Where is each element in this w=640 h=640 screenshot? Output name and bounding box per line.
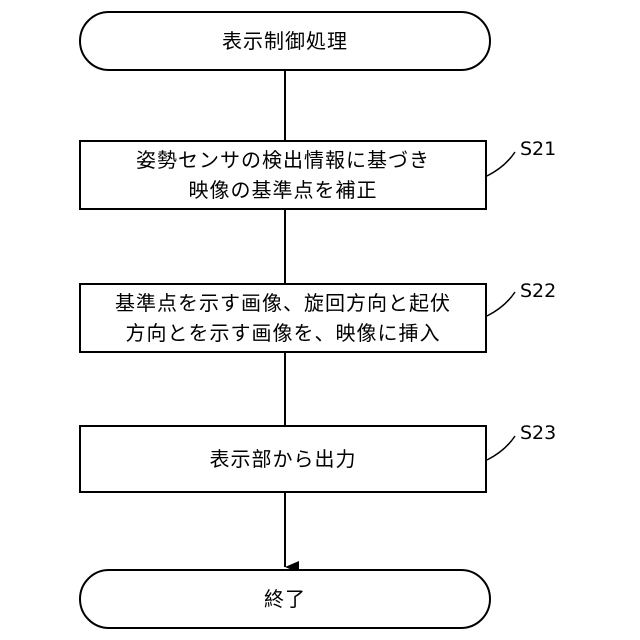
step-box-s21: 姿勢センサの検出情報に基づき 映像の基準点を補正 (79, 140, 487, 210)
leader-line-s21 (487, 152, 515, 176)
start-terminal: 表示制御処理 (79, 11, 491, 71)
step-box-s22: 基準点を示す画像、旋回方向と起伏 方向とを示す画像を、映像に挿入 (79, 283, 487, 353)
step-s22-line-1: 基準点を示す画像、旋回方向と起伏 (115, 288, 451, 318)
step-label-s23: S23 (520, 422, 556, 444)
step-label-s22: S22 (520, 280, 556, 302)
leader-line-s22 (487, 292, 515, 316)
step-box-s23: 表示部から出力 (79, 425, 487, 493)
step-s22-line-2: 方向とを示す画像を、映像に挿入 (126, 318, 441, 348)
leader-line-s23 (487, 436, 515, 460)
end-label: 終了 (264, 584, 306, 614)
step-s21-line-1: 姿勢センサの検出情報に基づき (136, 145, 430, 175)
step-s23-line-1: 表示部から出力 (210, 444, 357, 474)
end-terminal: 終了 (79, 569, 491, 629)
step-s21-line-2: 映像の基準点を補正 (189, 175, 378, 205)
step-label-s21: S21 (520, 138, 556, 160)
start-label: 表示制御処理 (222, 26, 348, 56)
